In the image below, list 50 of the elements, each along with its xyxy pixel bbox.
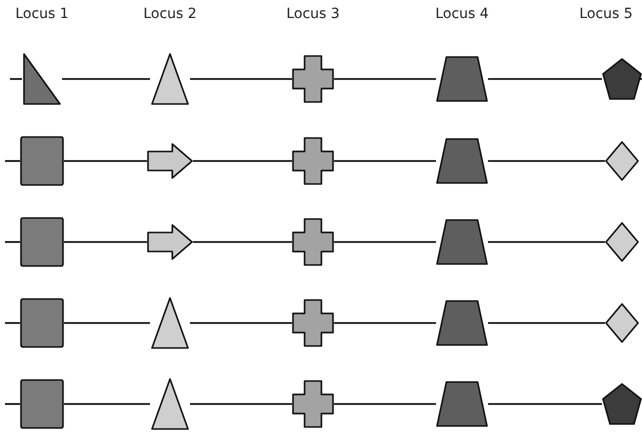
connector-line <box>62 78 150 80</box>
arrow-symbol <box>147 142 193 180</box>
cross-symbol <box>292 380 334 428</box>
column-heading: Locus 3 <box>286 6 340 22</box>
arrow-symbol <box>147 223 193 261</box>
cross-symbol <box>292 137 334 185</box>
connector-line <box>190 322 292 324</box>
pentagon-symbol <box>602 58 642 100</box>
connector-line <box>488 78 602 80</box>
box-symbol <box>20 216 64 268</box>
trapezoid-symbol <box>436 55 488 103</box>
connector-line <box>64 241 147 243</box>
connector-line <box>64 160 147 162</box>
connector-line <box>190 78 292 80</box>
connector-line <box>64 322 150 324</box>
connector-line <box>193 160 292 162</box>
triangle-symbol <box>150 296 190 350</box>
trapezoid-symbol <box>436 218 488 266</box>
connector-line <box>488 322 605 324</box>
connector-line <box>334 322 436 324</box>
column-heading: Locus 5 <box>579 6 633 22</box>
connector-line <box>334 241 436 243</box>
connector-line <box>190 403 292 405</box>
connector-line <box>488 160 605 162</box>
diamond-symbol <box>605 222 639 262</box>
box-symbol <box>20 297 64 349</box>
column-heading: Locus 1 <box>15 6 69 22</box>
pentagon-symbol <box>602 383 642 425</box>
triangle-symbol <box>22 52 62 106</box>
triangle-symbol <box>150 377 190 431</box>
trapezoid-symbol <box>436 137 488 185</box>
connector-line <box>193 241 292 243</box>
diamond-symbol <box>605 303 639 343</box>
connector-line <box>488 403 602 405</box>
connector-line <box>334 78 436 80</box>
cross-symbol <box>292 218 334 266</box>
cross-symbol <box>292 299 334 347</box>
cross-symbol <box>292 55 334 103</box>
triangle-symbol <box>150 52 190 106</box>
diamond-symbol <box>605 141 639 181</box>
connector-line <box>64 403 150 405</box>
box-symbol <box>20 135 64 187</box>
box-symbol <box>20 378 64 430</box>
column-heading: Locus 4 <box>435 6 489 22</box>
connector-line <box>334 403 436 405</box>
column-heading: Locus 2 <box>143 6 197 22</box>
connector-line <box>488 241 605 243</box>
trapezoid-symbol <box>436 299 488 347</box>
trapezoid-symbol <box>436 380 488 428</box>
connector-line <box>334 160 436 162</box>
